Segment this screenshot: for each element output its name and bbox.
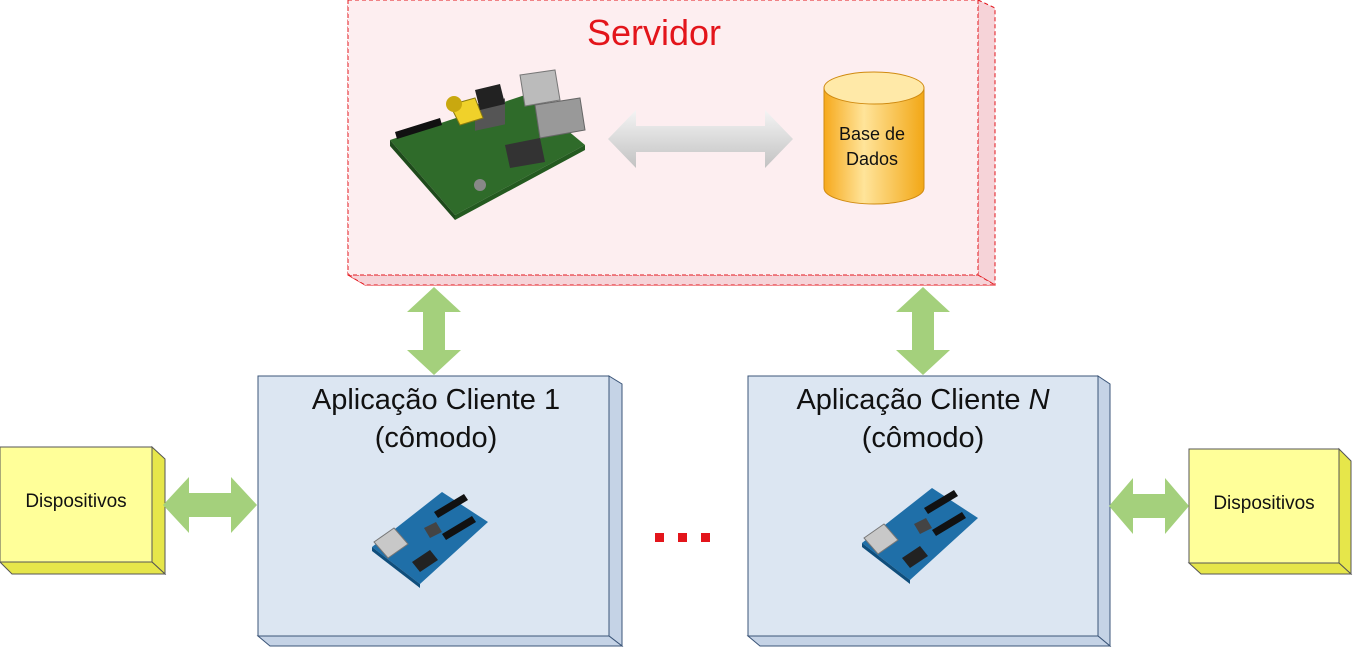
- devices-right-arrow: [1109, 478, 1189, 534]
- client1-title-prefix: Aplicação Cliente: [311, 384, 536, 416]
- devices-right-label: Dispositivos: [1213, 493, 1315, 514]
- client1-title-number: 1: [544, 384, 561, 416]
- devices-left-arrow: [163, 477, 257, 533]
- client1-title: Aplicação Cliente 1 (cômodo): [258, 381, 614, 457]
- client1-subtitle: (cômodo): [374, 422, 498, 454]
- clientN-title-prefix: Aplicação Cliente: [796, 384, 1021, 416]
- database-icon: [823, 71, 925, 205]
- arduino-board-image-clientN: [862, 488, 978, 584]
- devices-left-label: Dispositivos: [25, 491, 127, 512]
- clientN-subtitle: (cômodo): [861, 422, 985, 454]
- raspberry-pi-board-image: [390, 69, 586, 220]
- server-title: Servidor: [586, 12, 722, 53]
- server-client1-arrow: [407, 287, 461, 375]
- clientN-title: Aplicação Cliente N (cômodo): [748, 381, 1098, 457]
- arduino-board-image-client1: [372, 492, 488, 588]
- clientN-title-letter: N: [1028, 384, 1050, 416]
- server-internal-double-arrow: [608, 110, 793, 168]
- ellipsis: [655, 533, 710, 542]
- server-clientN-arrow: [896, 287, 950, 375]
